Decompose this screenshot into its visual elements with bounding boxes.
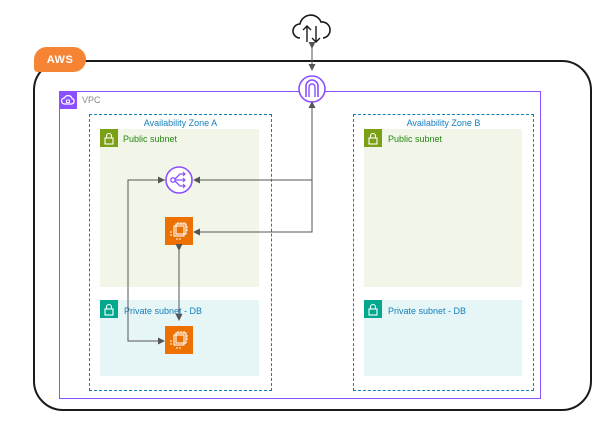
lock-icon — [364, 129, 382, 147]
private-subnet-b-label: Private subnet - DB — [388, 306, 467, 316]
aws-badge: AWS — [34, 47, 86, 72]
public-subnet-b-label: Public subnet — [388, 134, 443, 144]
private-subnet-a-label: Private subnet - DB — [124, 306, 203, 316]
public-subnet-a-label: Public subnet — [123, 134, 178, 144]
ec2-instance-icon — [165, 326, 193, 354]
private-subnet-b — [364, 300, 522, 376]
lb-to-db-connector — [127, 179, 165, 345]
vpc-cloud-icon — [59, 91, 77, 109]
vpc-label: VPC — [82, 95, 101, 105]
internet-gateway-icon — [298, 75, 326, 103]
availability-zone-b-label: Availability Zone B — [406, 118, 481, 128]
ec2-instance-icon — [165, 217, 193, 245]
lock-icon — [364, 300, 382, 318]
load-balancer-icon — [165, 166, 193, 194]
lock-icon — [100, 300, 118, 318]
availability-zone-b — [353, 114, 534, 391]
lock-icon — [100, 129, 118, 147]
cloud-upload-download-icon — [292, 14, 331, 43]
public-subnet-b — [364, 129, 522, 287]
availability-zone-a — [89, 114, 272, 391]
availability-zone-a-label: Availability Zone A — [143, 118, 218, 128]
gateway-to-instance-connector — [193, 110, 313, 236]
